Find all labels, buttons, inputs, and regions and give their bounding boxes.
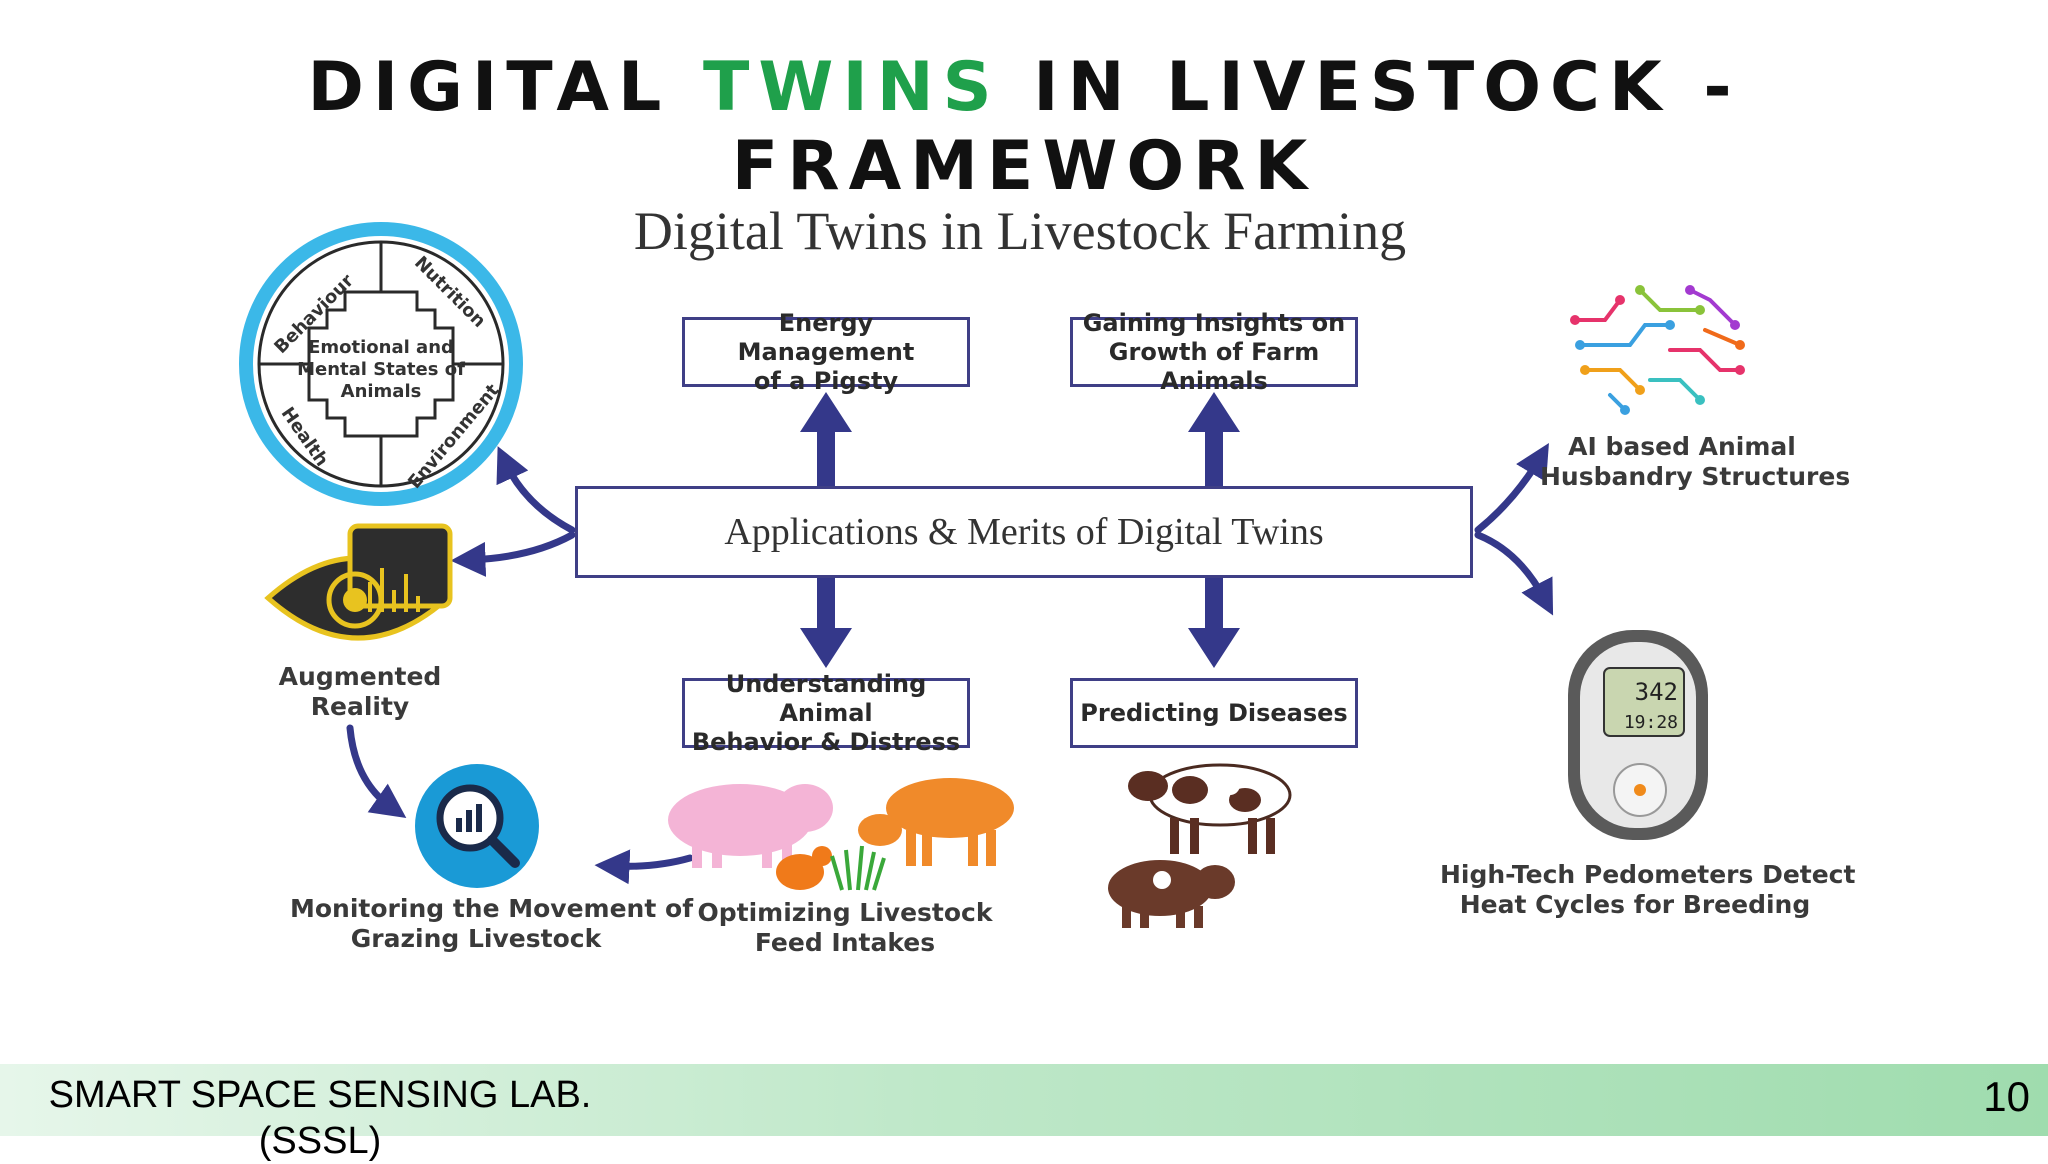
emotional-wheel-icon: Behaviour Nutrition Health Environment	[239, 222, 523, 506]
wheel-center-label: Emotional and Mental States of Animals	[296, 337, 466, 403]
diagram-title: Digital Twins in Livestock Farming	[633, 201, 1407, 261]
arrows	[800, 392, 1240, 668]
footer-lab-line1: SMART SPACE SENSING LAB.	[48, 1074, 592, 1116]
ar-eye-icon	[264, 523, 453, 641]
label-pedometer-line2: Heat Cycles for Breeding	[1459, 890, 1811, 919]
label-grazing-line1: Monitoring the Movement of	[290, 894, 694, 923]
title-part1: DIGITAL	[307, 48, 704, 127]
wheel-center-line3: Animals	[340, 381, 422, 402]
cow-icon	[1128, 763, 1292, 854]
box-behavior-line2: Behavior & Distress	[691, 727, 961, 756]
label-pedometer-line1: High-Tech Pedometers Detect	[1440, 860, 1856, 889]
hen-icon	[776, 846, 832, 890]
title-accent: TWINS	[703, 48, 1001, 127]
footer-lab-name: SMART SPACE SENSING LAB. (SSSL)	[0, 1072, 640, 1164]
footer-bar	[0, 1064, 2048, 1136]
magnifier-chart-icon	[415, 764, 539, 888]
box-insights-line2: Growth of Farm Animals	[1108, 337, 1320, 395]
label-ar-line1: Augmented	[278, 662, 442, 691]
center-box: Applications & Merits of Digital Twins	[575, 486, 1473, 578]
box-behavior-line1: Understanding Animal	[725, 669, 927, 727]
cow-icon	[858, 778, 1014, 866]
pig-icon	[1108, 860, 1235, 928]
label-ai-line2: Husbandry Structures	[1540, 462, 1851, 491]
title-part2: IN LIVESTOCK - FRAMEWORK	[731, 48, 1741, 206]
box-insights-line1: Gaining Insights on	[1082, 308, 1346, 337]
box-energy-line1: Energy Management	[737, 308, 915, 366]
box-predicting-diseases: Predicting Diseases	[1070, 678, 1358, 748]
label-feed-line1: Optimizing Livestock	[697, 898, 993, 927]
pig-icon	[668, 784, 833, 868]
pedometer-steps: 342	[1635, 678, 1678, 706]
grass-icon	[830, 845, 886, 891]
label-feed-line2: Feed Intakes	[754, 928, 936, 957]
slide-title: DIGITAL TWINS IN LIVESTOCK - FRAMEWORK	[0, 48, 2048, 206]
page-number: 10	[1983, 1073, 2030, 1120]
wheel-center-line2: Mental States of	[297, 359, 465, 380]
wheel-center-line1: Emotional and	[308, 337, 454, 358]
label-grazing-line2: Grazing Livestock	[350, 924, 602, 953]
footer-lab-line2: (SSSL)	[258, 1120, 382, 1162]
pedometer-time: 19:28	[1624, 712, 1678, 733]
label-ai-line1: AI based Animal	[1568, 432, 1796, 461]
box-energy-line2: of a Pigsty	[753, 366, 899, 395]
label-ar-line2: Reality	[310, 692, 410, 721]
circuit-brain-icon	[1555, 273, 1754, 416]
pedometer-icon: 342 19:28	[1568, 630, 1708, 840]
